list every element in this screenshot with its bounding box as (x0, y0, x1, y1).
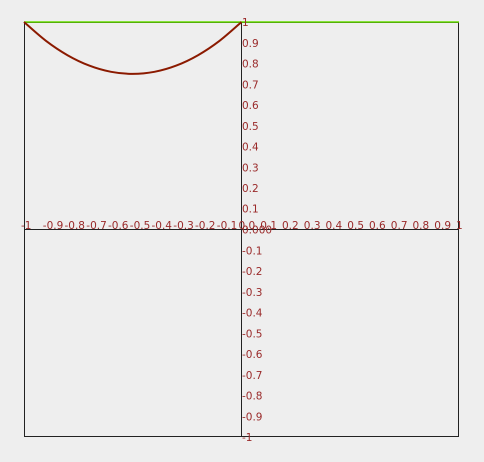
y-tick-label: -1 (242, 432, 252, 444)
x-tick-label: 0.8 (413, 220, 430, 232)
y-tick-label: 0.5 (242, 121, 259, 133)
x-tick-label: 0.6 (369, 220, 386, 232)
y-tick-label: -0.2 (242, 266, 263, 278)
x-tick-label: -0.9 (43, 220, 64, 232)
y-tick-label: -0.7 (242, 370, 263, 382)
y-tick-label: 0.9 (242, 38, 259, 50)
x-tick-label: 0.9 (434, 220, 451, 232)
y-tick-label: -0.9 (242, 411, 263, 423)
y-tick-label: 1 (242, 17, 249, 29)
x-tick-label: 1 (456, 220, 463, 232)
series-layer (23, 21, 459, 75)
x-tick-label: 0.7 (391, 220, 408, 232)
y-tick-label: 0.6 (242, 100, 259, 112)
x-tick-label: -0.3 (173, 220, 194, 232)
y-tick-label: -0.8 (242, 391, 263, 403)
x-tick-label: -1 (21, 220, 31, 232)
x-tick-label: 0.5 (347, 220, 364, 232)
y-tick-label: 0.7 (242, 79, 259, 91)
x-tick-label: -0.6 (108, 220, 129, 232)
x-tick-label: -0.4 (152, 220, 173, 232)
y-tick-label: -0.5 (242, 328, 263, 340)
y-tick-labels: 1 0.9 0.8 0.7 0.6 0.5 0.4 0.3 0.2 0.1 0.000 -0.1 -0.… (242, 17, 272, 444)
y-tick-label: 0.000 (242, 225, 272, 237)
y-tick-label: 0.2 (242, 183, 259, 195)
x-tick-label: -0.8 (65, 220, 86, 232)
x-tick-label: -0.2 (195, 220, 216, 232)
x-tick-label: 0.1 (260, 220, 277, 232)
y-tick-label: -0.6 (242, 349, 263, 361)
y-tick-label: 0.3 (242, 162, 259, 174)
y-tick-label: 0.8 (242, 59, 259, 71)
y-tick-label: -0.1 (242, 245, 263, 257)
x-tick-label: -0.7 (86, 220, 107, 232)
series-line-2 (23, 21, 243, 75)
x-tick-label: -0.1 (217, 220, 238, 232)
x-tick-label: 0.2 (282, 220, 299, 232)
x-tick-label: 0.0 (239, 220, 256, 232)
y-tick-label: -0.3 (242, 287, 263, 299)
y-tick-label: 0.4 (242, 142, 259, 154)
y-tick-label: -0.4 (242, 308, 263, 320)
x-tick-label: -0.5 (130, 220, 151, 232)
x-tick-label: 0.4 (326, 220, 343, 232)
x-tick-label: 0.3 (304, 220, 321, 232)
y-tick-label: 0.1 (242, 204, 259, 216)
